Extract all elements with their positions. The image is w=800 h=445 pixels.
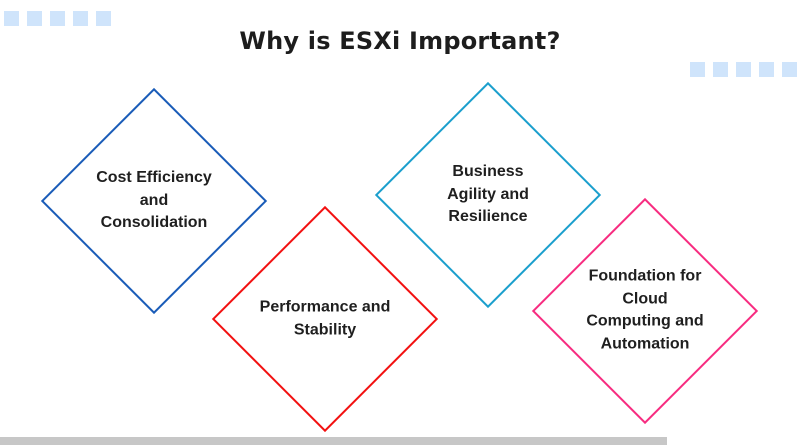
decor-square [736, 62, 751, 77]
diamond-cost-efficiency-label: Cost Efficiency and Consolidation [96, 168, 212, 232]
decor-squares-top-left [4, 11, 111, 26]
diamond-cloud-foundation: Foundation for Cloud Computing and Autom… [531, 197, 759, 425]
diamond-business-agility-label: Business Agility and Resilience [447, 162, 529, 226]
decor-square [713, 62, 728, 77]
diamond-performance-stability-label: Performance and Stability [259, 298, 391, 338]
decor-square [759, 62, 774, 77]
decor-square [27, 11, 42, 26]
diamond-cost-efficiency: Cost Efficiency and Consolidation [40, 87, 268, 315]
decor-square [782, 62, 797, 77]
decor-square [96, 11, 111, 26]
decor-squares-right [690, 62, 797, 77]
diamond-cloud-foundation-label: Foundation for Cloud Computing and Autom… [586, 267, 704, 353]
decor-square [73, 11, 88, 26]
page-title: Why is ESXi Important? [239, 27, 561, 55]
decor-square [690, 62, 705, 77]
decor-square [4, 11, 19, 26]
decor-square [50, 11, 65, 26]
diamond-performance-stability: Performance and Stability [211, 205, 439, 433]
horizontal-scrollbar[interactable] [0, 437, 667, 445]
